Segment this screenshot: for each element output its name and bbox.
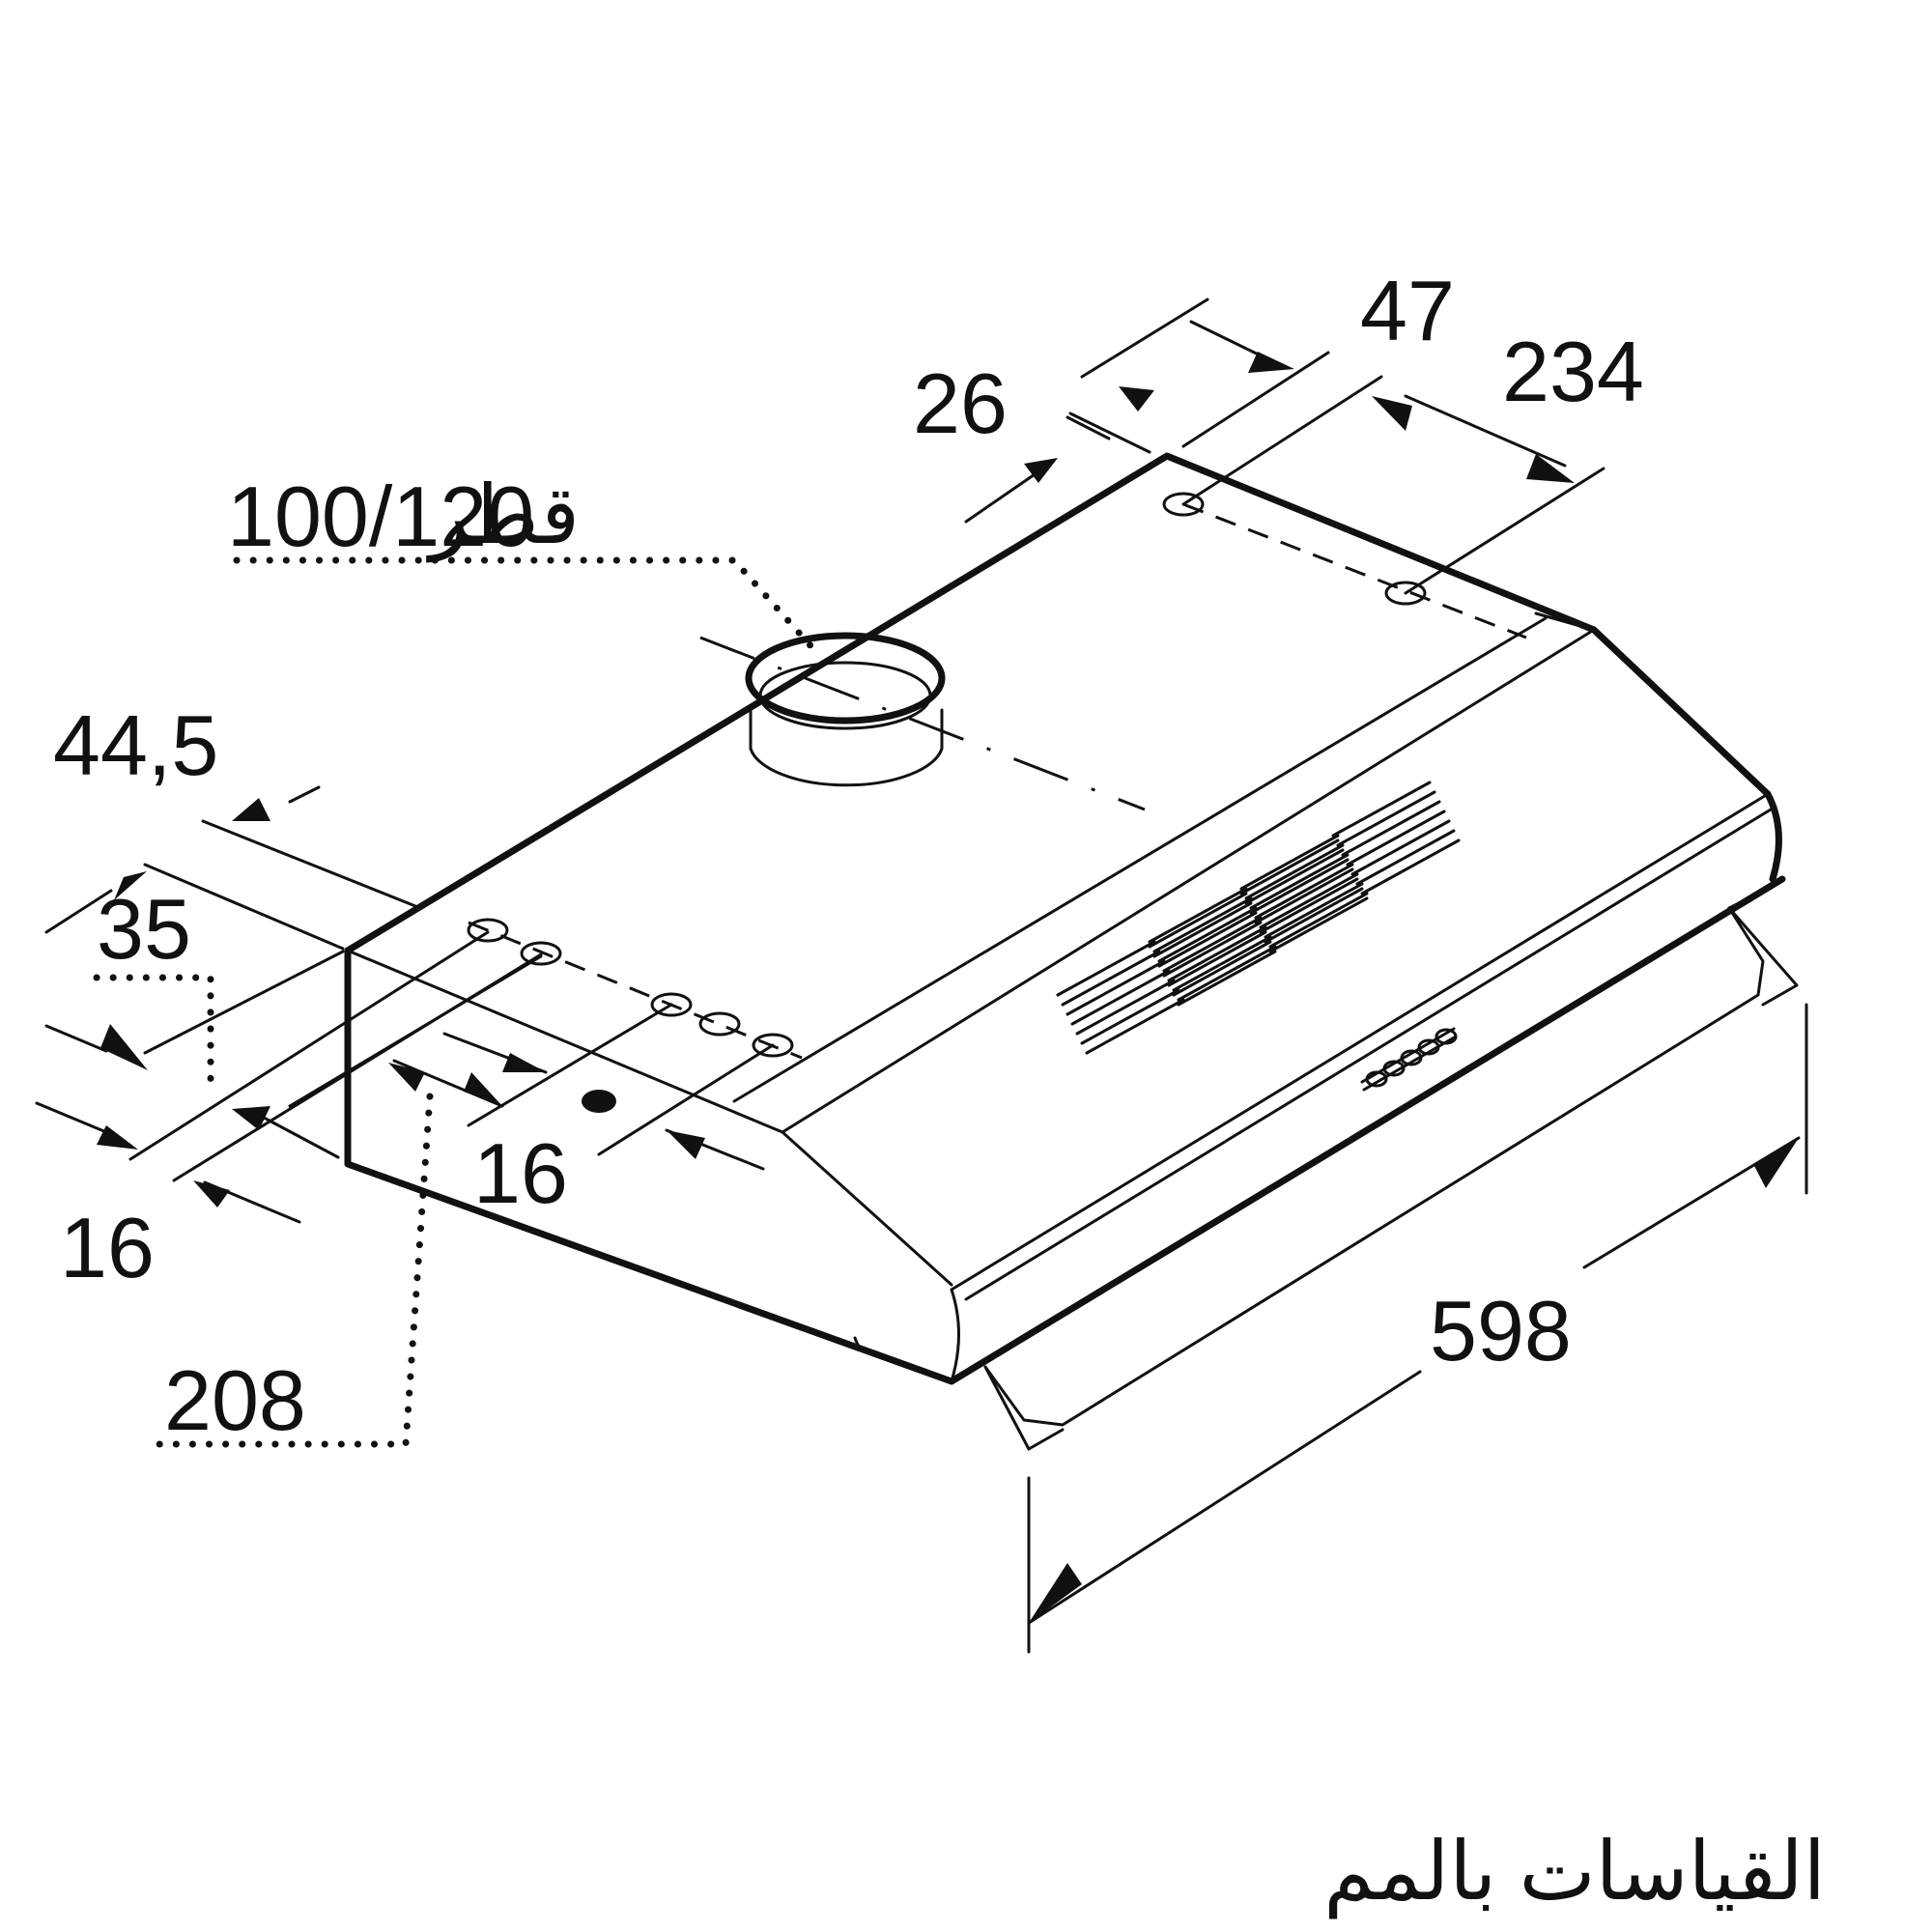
- dimension-16-mid: 16: [473, 1125, 568, 1221]
- arrowheads: [97, 352, 1799, 1623]
- duct-centerline: [699, 636, 1146, 811]
- dimension-16-left: 16: [60, 1200, 155, 1295]
- diameter-label: قطر: [426, 469, 580, 563]
- dimension-47: 47: [1360, 263, 1455, 358]
- units-note: القياسات بالمم: [1323, 1826, 1826, 1919]
- dimension-44-5: 44,5: [53, 697, 218, 793]
- control-buttons: [1360, 1027, 1458, 1092]
- dimension-35: 35: [97, 881, 191, 977]
- hood-body: [344, 452, 1799, 1451]
- grille-vents: [1056, 781, 1461, 1055]
- dotted-leaders: [93, 556, 820, 1448]
- mounting-holes: [467, 492, 1527, 1113]
- duct-collar: [745, 632, 946, 787]
- dimension-598: 598: [1430, 1283, 1572, 1378]
- dimension-234: 234: [1502, 324, 1644, 419]
- diameter-value: 100/120: [227, 469, 534, 564]
- dimension-26: 26: [913, 355, 1008, 451]
- dimension-208: 208: [164, 1352, 306, 1448]
